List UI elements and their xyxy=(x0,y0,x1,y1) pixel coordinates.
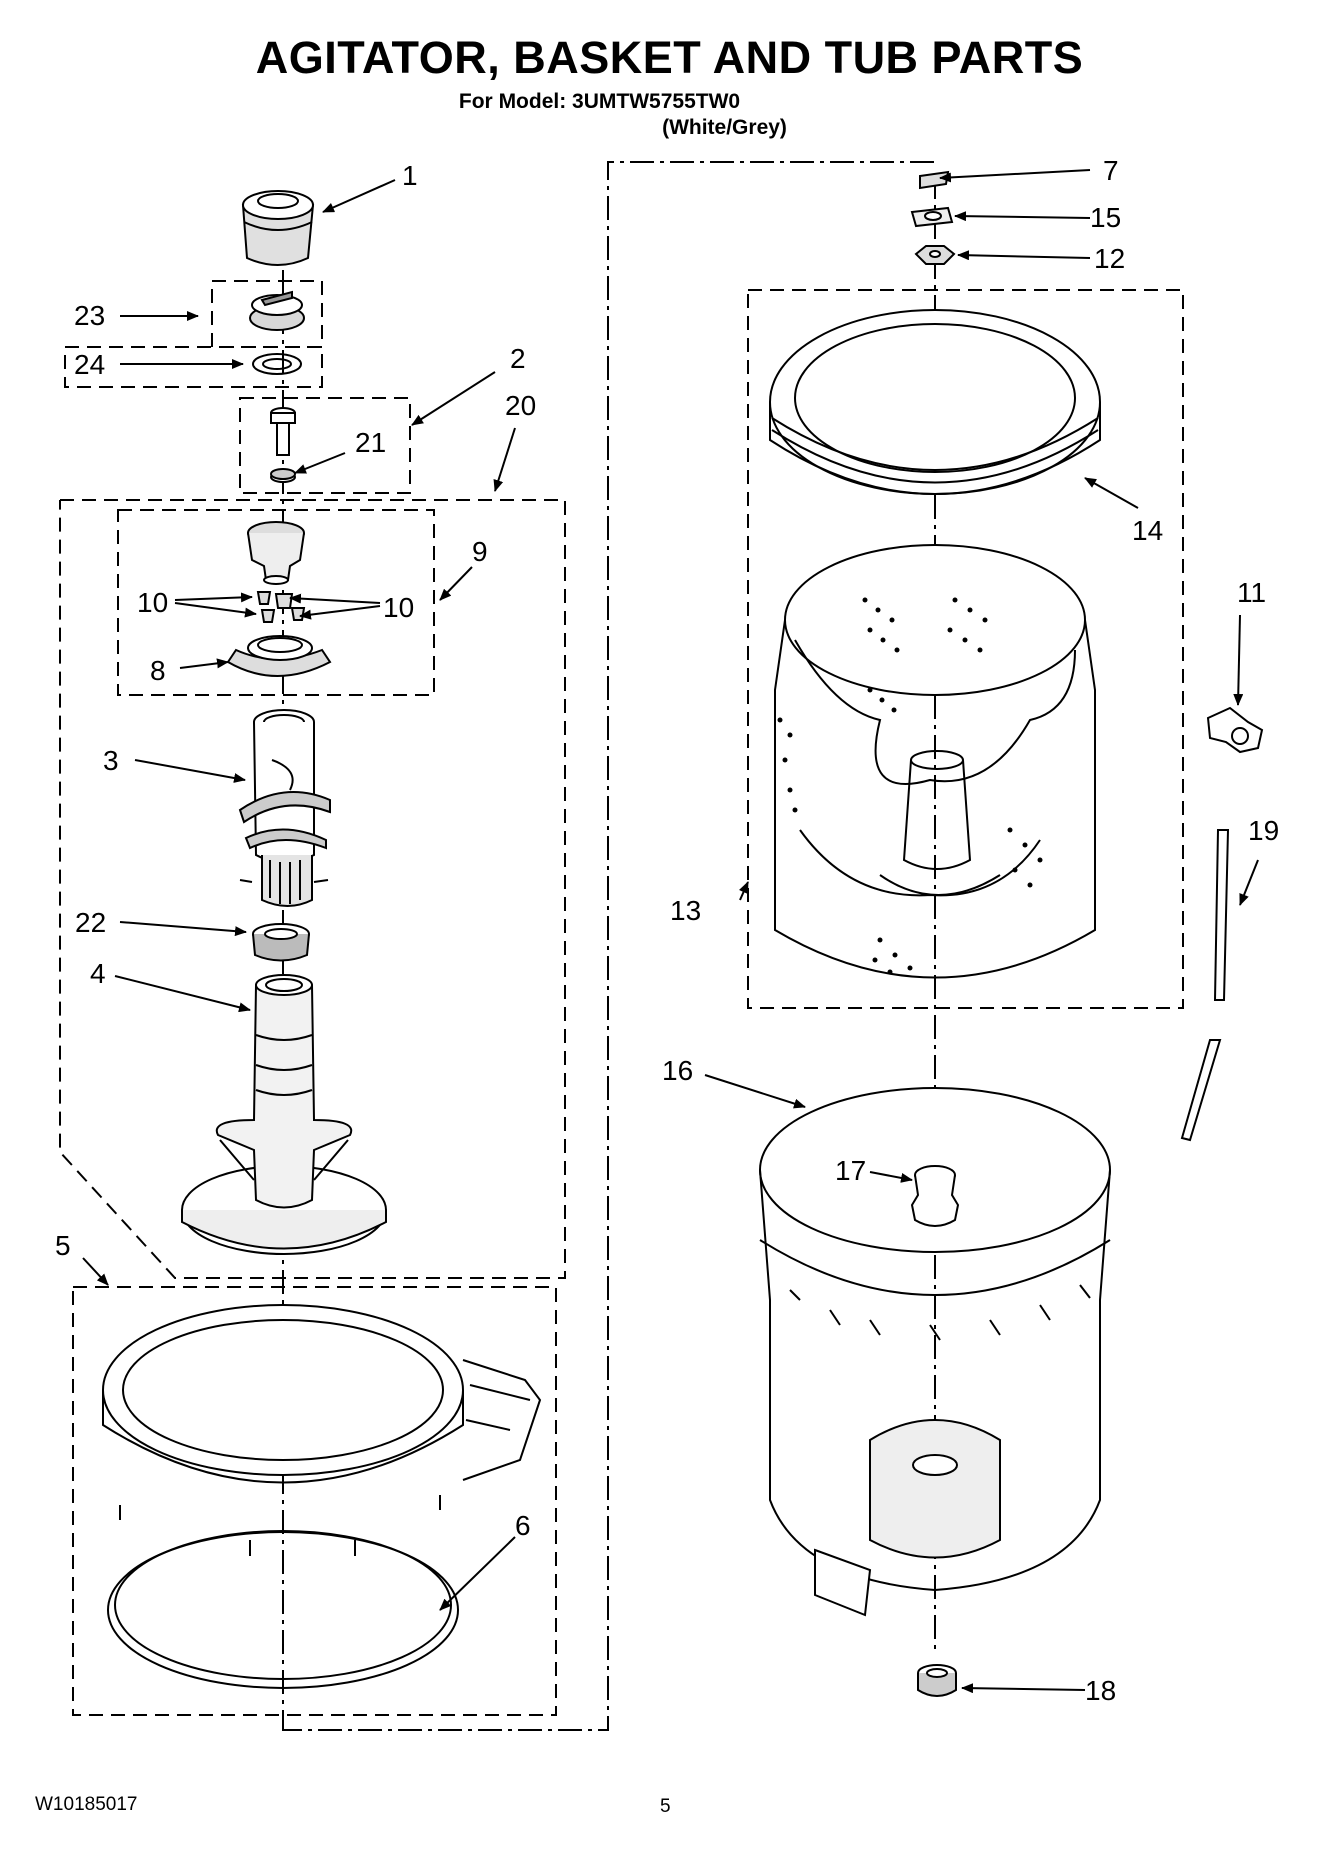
seal-part xyxy=(252,353,302,375)
agitator-cap-part xyxy=(241,190,315,266)
dog-parts xyxy=(256,591,306,623)
part-7-shape xyxy=(919,170,950,190)
callout-16: 16 xyxy=(662,1055,693,1086)
group-box-5 xyxy=(72,1286,557,1716)
callout-22: 22 xyxy=(75,907,106,938)
cam-insert-part xyxy=(249,290,305,331)
page-number: 5 xyxy=(660,1796,671,1817)
dashed-group-boxes xyxy=(59,280,1184,1716)
callout-15: 15 xyxy=(1090,202,1121,233)
callout-13: 13 xyxy=(670,895,701,926)
hose-part xyxy=(1180,829,1230,1142)
group-box-20 xyxy=(59,499,566,1279)
hub-part xyxy=(910,1165,960,1227)
callout-8: 8 xyxy=(150,655,166,686)
basket-perforations xyxy=(777,597,1043,975)
cam-assembly-part xyxy=(247,521,305,585)
callout-19: 19 xyxy=(1248,815,1279,846)
auger-part xyxy=(238,709,331,907)
callout-17: 17 xyxy=(835,1155,866,1186)
callout-10-left: 10 xyxy=(137,587,168,618)
callout-18: 18 xyxy=(1085,1675,1116,1706)
hub-nut-parts xyxy=(910,170,956,265)
drain-fitting-part xyxy=(917,1664,957,1697)
callout-7: 7 xyxy=(1103,155,1119,186)
callout-1: 1 xyxy=(402,160,418,191)
callout-4: 4 xyxy=(90,958,106,989)
group-box-13-14 xyxy=(747,289,1184,1009)
model-line: For Model: 3UMTW5755TW0 xyxy=(458,90,741,113)
color-line: (White/Grey) xyxy=(662,116,787,139)
callout-24: 24 xyxy=(74,349,105,380)
document-number: W10185017 xyxy=(35,1794,138,1815)
callout-11: 11 xyxy=(1237,577,1266,608)
clip-part xyxy=(1206,706,1264,754)
callout-9: 9 xyxy=(472,536,488,567)
bolt-washer-part xyxy=(270,407,296,483)
cam-drive-part xyxy=(226,635,332,677)
callout-21: 21 xyxy=(355,427,386,458)
group-box-9 xyxy=(117,509,435,696)
agitator-base-part xyxy=(181,974,387,1255)
callout-2: 2 xyxy=(510,343,526,374)
balance-ring-part xyxy=(769,309,1101,495)
callout-leaders xyxy=(82,169,1259,1694)
callout-23: 23 xyxy=(74,300,105,331)
spline-part xyxy=(252,923,310,962)
callout-20: 20 xyxy=(505,390,536,421)
tub-ring-part xyxy=(102,1304,542,1556)
callout-14: 14 xyxy=(1132,515,1163,546)
group-box-24 xyxy=(64,346,323,388)
callout-5: 5 xyxy=(55,1230,71,1261)
callout-3: 3 xyxy=(103,745,119,776)
callout-6: 6 xyxy=(515,1510,531,1541)
basket-part xyxy=(774,544,1096,979)
page-title: AGITATOR, BASKET AND TUB PARTS xyxy=(255,32,1084,83)
callout-labels: 1 23 24 2 20 21 9 10 10 8 3 22 4 5 6 7 1… xyxy=(55,155,1279,1706)
callout-12: 12 xyxy=(1094,243,1125,274)
callout-10-right: 10 xyxy=(383,592,414,623)
